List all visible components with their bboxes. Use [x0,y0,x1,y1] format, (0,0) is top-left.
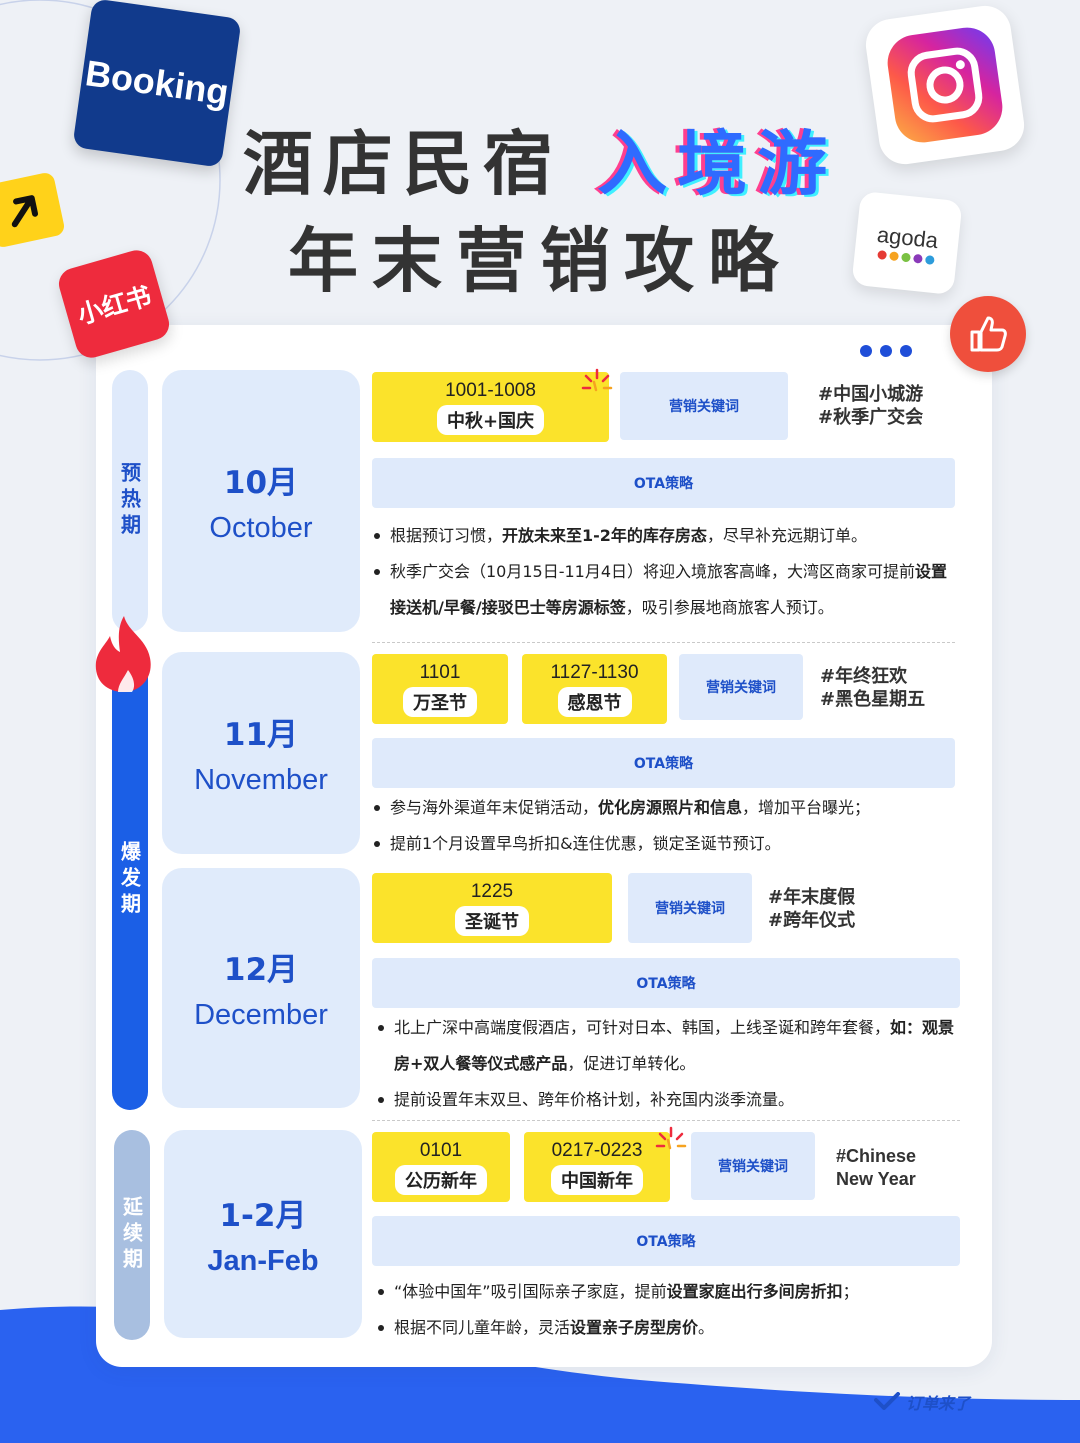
hashtag: #跨年仪式 [768,910,856,931]
month-zh: 11月 [223,717,299,753]
booking-logo: Booking [72,0,242,168]
instagram-camera-icon [907,47,983,123]
month-jan-feb: 1-2月 Jan-Feb [164,1130,362,1338]
tag-date: 1127-1130 [550,661,639,683]
tag-date: 0217-0223 [551,1139,643,1161]
month-zh: 10月 [223,465,299,501]
hashtags: #年末度假 #跨年仪式 [768,886,855,932]
month-zh: 1-2月 [219,1198,307,1234]
date-tag: 1127-1130 感恩节 [522,654,667,724]
date-tag: 1225 圣诞节 [372,873,612,943]
ota-strategy-label: OTA策略 [372,958,960,1008]
tag-date: 1225 [470,880,514,902]
list-item: 北上广深中高端度假酒店，可针对日本、韩国，上线圣诞和跨年套餐，如：观景房+双人餐… [376,1010,964,1082]
date-tag: 1001-1008 中秋+国庆 [372,372,609,442]
agoda-logo: agoda [851,190,963,296]
ota-strategy-label: OTA策略 [372,1216,960,1266]
month-en: December [194,999,328,1031]
month-zh: 12月 [223,952,299,988]
brand-name: 订单来了 [906,1394,971,1413]
month-november: 11月 November [162,652,360,854]
tag-name: 圣诞节 [455,905,529,936]
hashtag: #秋季广交会 [818,407,924,428]
flame-icon [95,616,151,692]
strategy-list: 根据预订习惯，开放未来至1-2年的库存房态，尽早补充远期订单。 秋季广交会（10… [372,518,962,626]
hashtag: #中国小城游 [818,384,924,405]
thumbs-up-glyph [970,316,1007,352]
sparkle-icon [581,368,613,392]
arrow-icon [11,195,39,228]
keywords-label: 营销关键词 [691,1132,815,1200]
hashtag: #Chinese [836,1146,917,1166]
ota-strategy-label: OTA策略 [372,458,955,508]
brand-logo: 订单来了 [874,1390,970,1414]
brand-check-icon [874,1392,900,1410]
list-item: “体验中国年”吸引国际亲子家庭，提前设置家庭出行多间房折扣； [376,1274,964,1310]
phase-continuation: 延续期 [114,1130,150,1340]
month-en: Jan-Feb [207,1245,319,1277]
list-item: 根据预订习惯，开放未来至1-2年的库存房态，尽早补充远期订单。 [372,518,962,554]
keywords-label: 营销关键词 [620,372,788,440]
date-tag: 0217-0223 中国新年 [524,1132,670,1202]
phase-label: 爆发期 [117,841,142,919]
hashtag: #年终狂欢 [820,666,908,687]
keywords-label: 营销关键词 [628,873,752,943]
ota-strategy-label: OTA策略 [372,738,955,788]
strategy-list: 参与海外渠道年末促销活动，优化房源照片和信息，增加平台曝光； 提前1个月设置早鸟… [372,790,962,862]
booking-wordmark: Booking [82,52,232,113]
month-en: November [194,764,328,796]
thumbs-up-icon [950,296,1026,372]
hashtag: #黑色星期五 [820,689,926,710]
list-item: 提前1个月设置早鸟折扣&连住优惠，锁定圣诞节预订。 [372,826,962,862]
hashtags: #中国小城游 #秋季广交会 [818,383,923,429]
tag-name: 中国新年 [551,1164,643,1195]
instagram-icon [862,2,1028,168]
list-item: 根据不同儿童年龄，灵活设置亲子房型房价。 [376,1310,964,1346]
tag-name: 公历新年 [395,1164,487,1195]
phase-peak: 爆发期 [112,650,148,1110]
more-dots-icon [860,345,912,357]
title-highlight: 入境游 [597,123,838,205]
tag-date: 1001-1008 [445,379,536,401]
hashtag: New Year [836,1169,916,1189]
list-item: 秋季广交会（10月15日-11月4日）将迎入境旅客高峰，大湾区商家可提前设置接送… [372,554,962,626]
phase-label: 预热期 [117,462,142,540]
title-prefix: 酒店民宿 [242,123,563,205]
page-title-line-1: 酒店民宿 入境游 [0,108,1080,209]
tag-name: 万圣节 [403,686,477,717]
strategy-list: “体验中国年”吸引国际亲子家庭，提前设置家庭出行多间房折扣； 根据不同儿童年龄，… [376,1274,964,1346]
xiaohongshu-wordmark: 小红书 [74,281,155,330]
month-december: 12月 December [162,868,360,1108]
page-title-line-2: 年末营销攻略 [288,220,792,302]
month-en: October [209,512,313,544]
yellow-arrow-logo [0,171,66,249]
divider [372,642,955,643]
date-tag: 0101 公历新年 [372,1132,510,1202]
tag-date: 1101 [419,661,461,683]
hashtag: #年末度假 [768,887,856,908]
phase-preheat: 预热期 [112,370,148,632]
strategy-list: 北上广深中高端度假酒店，可针对日本、韩国，上线圣诞和跨年套餐，如：观景房+双人餐… [376,1010,964,1118]
tag-name: 感恩节 [557,686,632,717]
sparkle-icon [655,1126,687,1150]
tag-date: 0101 [419,1139,463,1161]
list-item: 提前设置年末双旦、跨年价格计划，补充国内淡季流量。 [376,1082,964,1118]
divider [372,1120,960,1121]
month-october: 10月 October [162,370,360,632]
agoda-wordmark: agoda [875,221,940,253]
list-item: 参与海外渠道年末促销活动，优化房源照片和信息，增加平台曝光； [372,790,962,826]
keywords-label: 营销关键词 [679,654,803,720]
date-tag: 1101 万圣节 [372,654,508,724]
hashtags: #Chinese New Year [836,1145,916,1191]
tag-name: 中秋+国庆 [436,404,545,435]
hashtags: #年终狂欢 #黑色星期五 [820,665,925,711]
phase-label: 延续期 [119,1196,144,1274]
